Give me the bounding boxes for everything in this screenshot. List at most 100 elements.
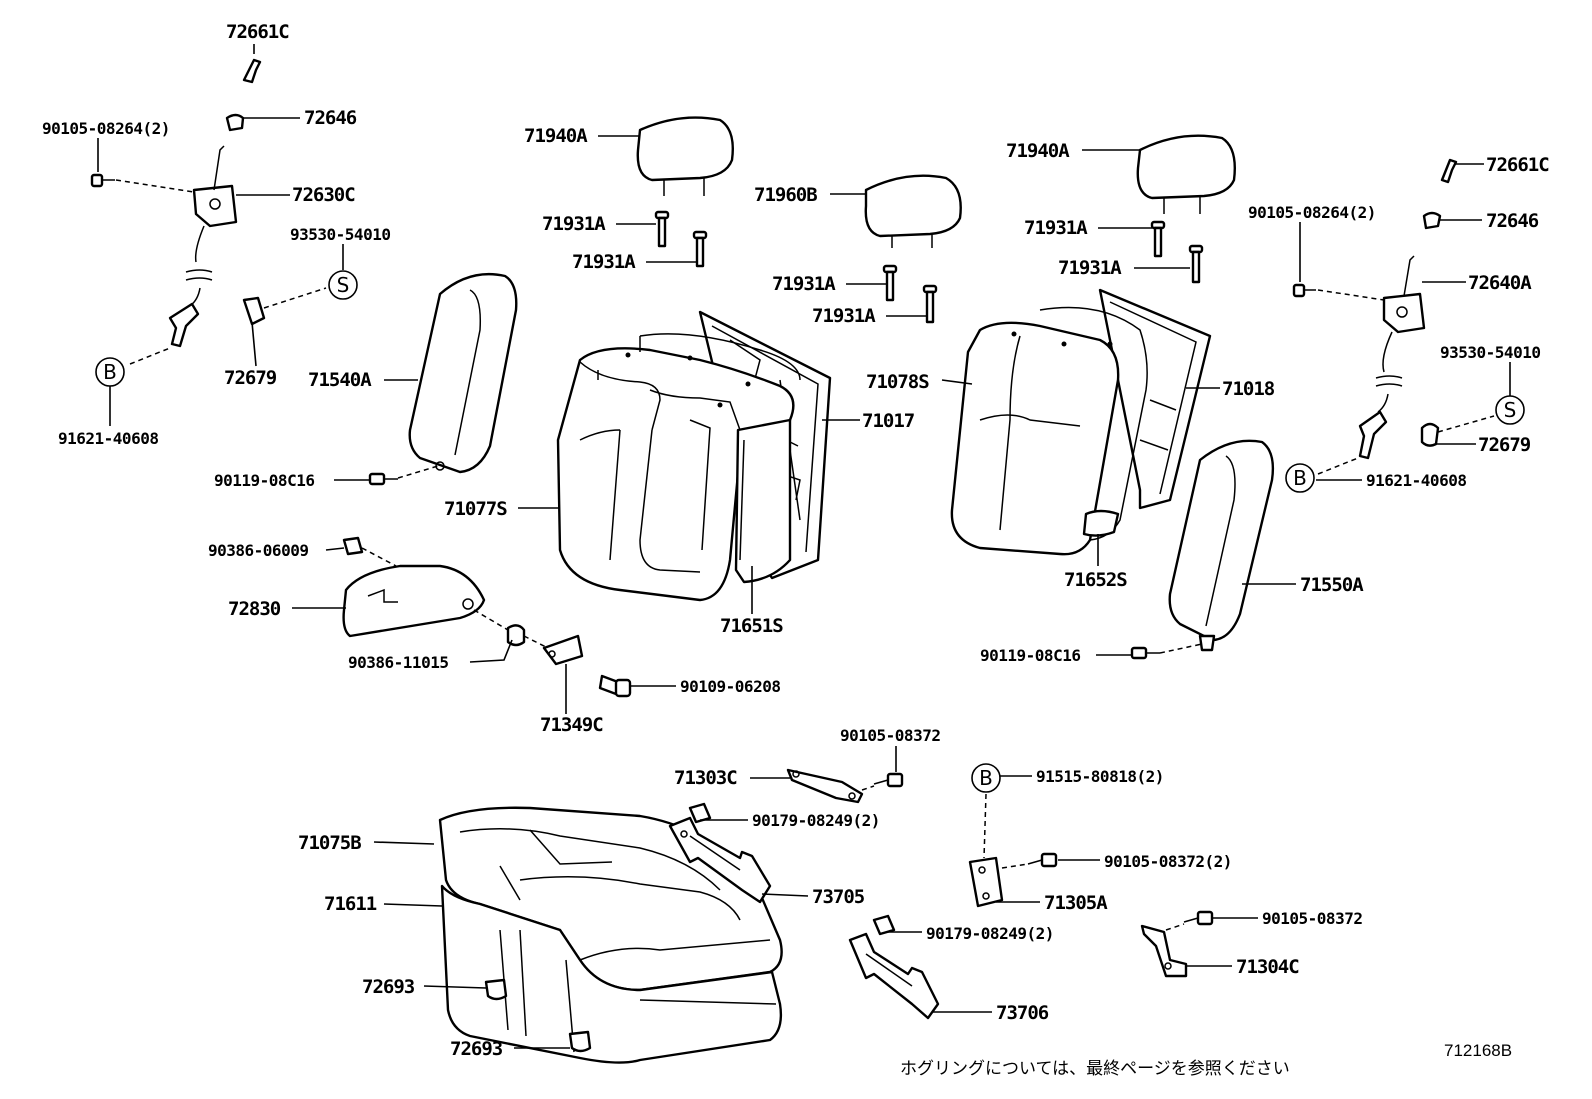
svg-text:S: S [1504,398,1517,422]
svg-text:S: S [337,273,350,297]
part-71651s-trim-cover [734,418,792,584]
part-71931a-guide-4 [922,284,938,324]
label-71349c: 71349C [540,714,603,736]
part-71077s-back-cover [556,333,801,602]
label-71931a-6: 71931A [1058,257,1122,279]
part-71940a-headrest-right [1136,134,1236,214]
label-71960b: 71960B [754,184,817,206]
part-90109-06208 [598,674,632,698]
label-71550a: 71550A [1300,574,1364,596]
part-labels: 72661C 72646 90105-08264(2) 72630C 93530… [42,21,1550,1060]
label-72679-right: 72679 [1478,434,1531,456]
label-72646-left: 72646 [304,107,357,129]
label-71611: 71611 [324,893,377,915]
label-71931a-5: 71931A [1024,217,1088,239]
part-71960b-headrest-center [864,174,962,248]
label-71931a-2: 71931A [572,251,636,273]
label-71931a-4: 71931A [812,305,876,327]
part-71550a-side-panel [1168,439,1275,652]
part-71931a-guide-2 [692,230,708,268]
symbol-b-right: B [1285,463,1315,493]
svg-text:B: B [103,360,117,384]
label-90105-08372-a: 90105-08372 [840,726,940,745]
part-72693-clip-1 [484,978,508,1001]
label-72661c-left: 72661C [226,21,289,43]
label-71540a: 71540A [308,369,372,391]
part-72679-left [242,296,266,326]
part-90105-08264-left [90,173,115,188]
part-71304c-hook [1140,924,1188,978]
part-72640a-lock [1358,255,1426,460]
symbol-b-left: B [95,357,125,387]
label-71078s: 71078S [866,371,929,393]
label-72830: 72830 [228,598,281,620]
part-71078s-back-cover [950,306,1148,556]
part-71305a-bracket [968,856,1004,908]
label-90179-08249-b: 90179-08249(2) [926,924,1054,943]
label-72630c: 72630C [292,184,355,206]
part-72630c-lock [168,145,238,348]
drawing-code: 712168B [1444,1041,1512,1060]
label-90105-08264-right: 90105-08264(2) [1248,203,1376,222]
part-72646-left [225,113,245,132]
label-71940a-left: 71940A [524,125,588,147]
part-72646-right [1422,211,1442,230]
label-72693-2: 72693 [450,1038,503,1060]
part-71652s-trim-cover [1082,509,1120,537]
part-71018-back-frame [1098,288,1212,510]
part-90105-08264-right [1292,283,1316,298]
part-90386-06009 [342,536,364,556]
assembly-dash-lines [115,179,1495,931]
label-93530-54010-left: 93530-54010 [290,225,390,244]
label-90386-11015: 90386-11015 [348,653,448,672]
symbol-b-bottom: B [971,763,1001,793]
part-90179-08249-a [688,802,712,824]
part-90105-08372-a [873,772,904,788]
label-90179-08249-a: 90179-08249(2) [752,811,880,830]
footnote-hog-ring: ホグリングについては、最終ページを参照ください [900,1059,1290,1079]
part-90119-08c16-left [368,472,398,486]
label-90119-08c16-right: 90119-08C16 [980,646,1080,665]
symbol-s-left: S [328,270,358,300]
part-71931a-guide-5 [1150,220,1166,258]
part-90179-08249-b [872,914,896,936]
part-71540a-side-panel [408,272,518,474]
label-90119-08c16-left: 90119-08C16 [214,471,314,490]
symbol-s-right: S [1495,395,1525,425]
svg-text:B: B [979,766,993,790]
label-71304c: 71304C [1236,956,1299,978]
label-90105-08372-c: 90105-08372 [1262,909,1362,928]
label-91621-40608-left: 91621-40608 [58,429,158,448]
part-73706-rail [848,932,940,1020]
label-71931a-1: 71931A [542,213,606,235]
label-71652s: 71652S [1064,569,1127,591]
part-72661c-right [1440,158,1458,184]
label-71305a: 71305A [1044,892,1108,914]
leader-lines [97,44,1511,1049]
part-71931a-guide-1 [654,210,670,248]
part-71931a-guide-3 [882,264,898,302]
label-72661c-right: 72661C [1486,154,1549,176]
label-91515-80818: 91515-80818(2) [1036,767,1164,786]
part-90105-08372-b [1027,852,1058,868]
label-72640a: 72640A [1468,272,1532,294]
part-72661c-left [242,58,262,84]
label-90105-08264-left: 90105-08264(2) [42,119,170,138]
part-72679-right [1420,422,1440,447]
label-71075b: 71075B [298,832,361,854]
label-71017: 71017 [862,410,915,432]
label-73706: 73706 [996,1002,1049,1024]
label-90386-06009: 90386-06009 [208,541,308,560]
label-71018: 71018 [1222,378,1275,400]
label-90109-06208: 90109-06208 [680,677,780,696]
label-91621-40608-right: 91621-40608 [1366,471,1466,490]
part-71931a-guide-6 [1188,244,1204,284]
part-72830-armrest [342,564,486,638]
label-71651s: 71651S [720,615,783,637]
label-71931a-3: 71931A [772,273,836,295]
label-72679-left: 72679 [224,367,277,389]
part-90119-08c16-right [1130,646,1160,660]
label-90105-08372-b: 90105-08372(2) [1104,852,1232,871]
label-71940a-right: 71940A [1006,140,1070,162]
label-72646-right: 72646 [1486,210,1539,232]
